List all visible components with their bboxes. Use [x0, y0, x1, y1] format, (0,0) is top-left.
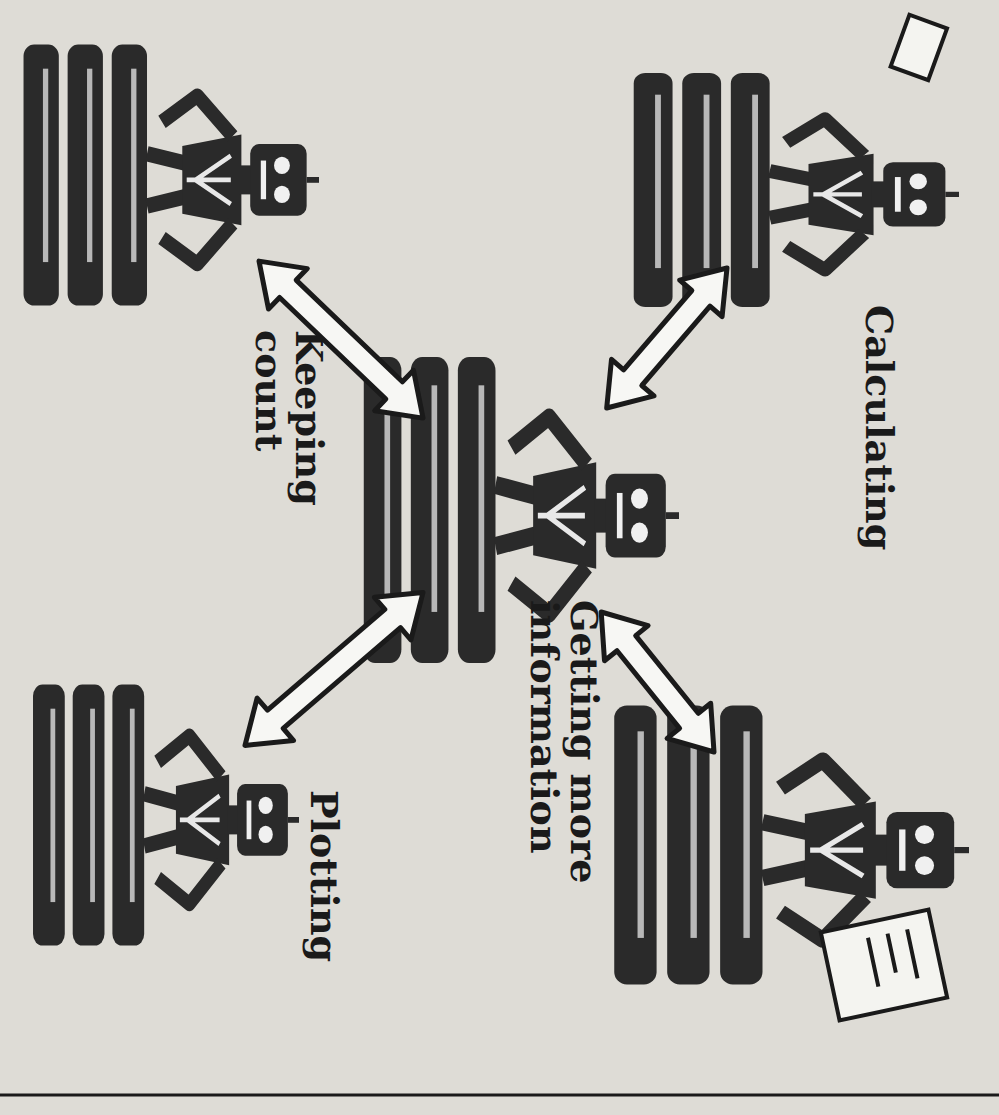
double-arrow: [607, 268, 727, 408]
figure-node: Plotting: [83, 728, 245, 902]
figure-node: Calculating: [695, 112, 893, 268]
figure-label: Plotting: [304, 790, 344, 1010]
figure-label: Calculating: [859, 305, 899, 605]
figure-label: Getting more information: [524, 600, 604, 920]
figure-node: [423, 408, 615, 612]
figure-node: Keeping count: [79, 88, 259, 262]
rule-line: [0, 1094, 999, 1097]
paper-writing: [868, 929, 918, 986]
robot-figure: [634, 73, 959, 307]
figure-node: Getting more information: [681, 752, 897, 938]
paper-sheet: [821, 910, 947, 1021]
paper-sheet: [891, 15, 947, 80]
double-arrow: [259, 261, 423, 418]
figure-label: Keeping count: [249, 330, 329, 540]
double-arrow: [245, 593, 423, 746]
double-arrow: [601, 612, 714, 752]
